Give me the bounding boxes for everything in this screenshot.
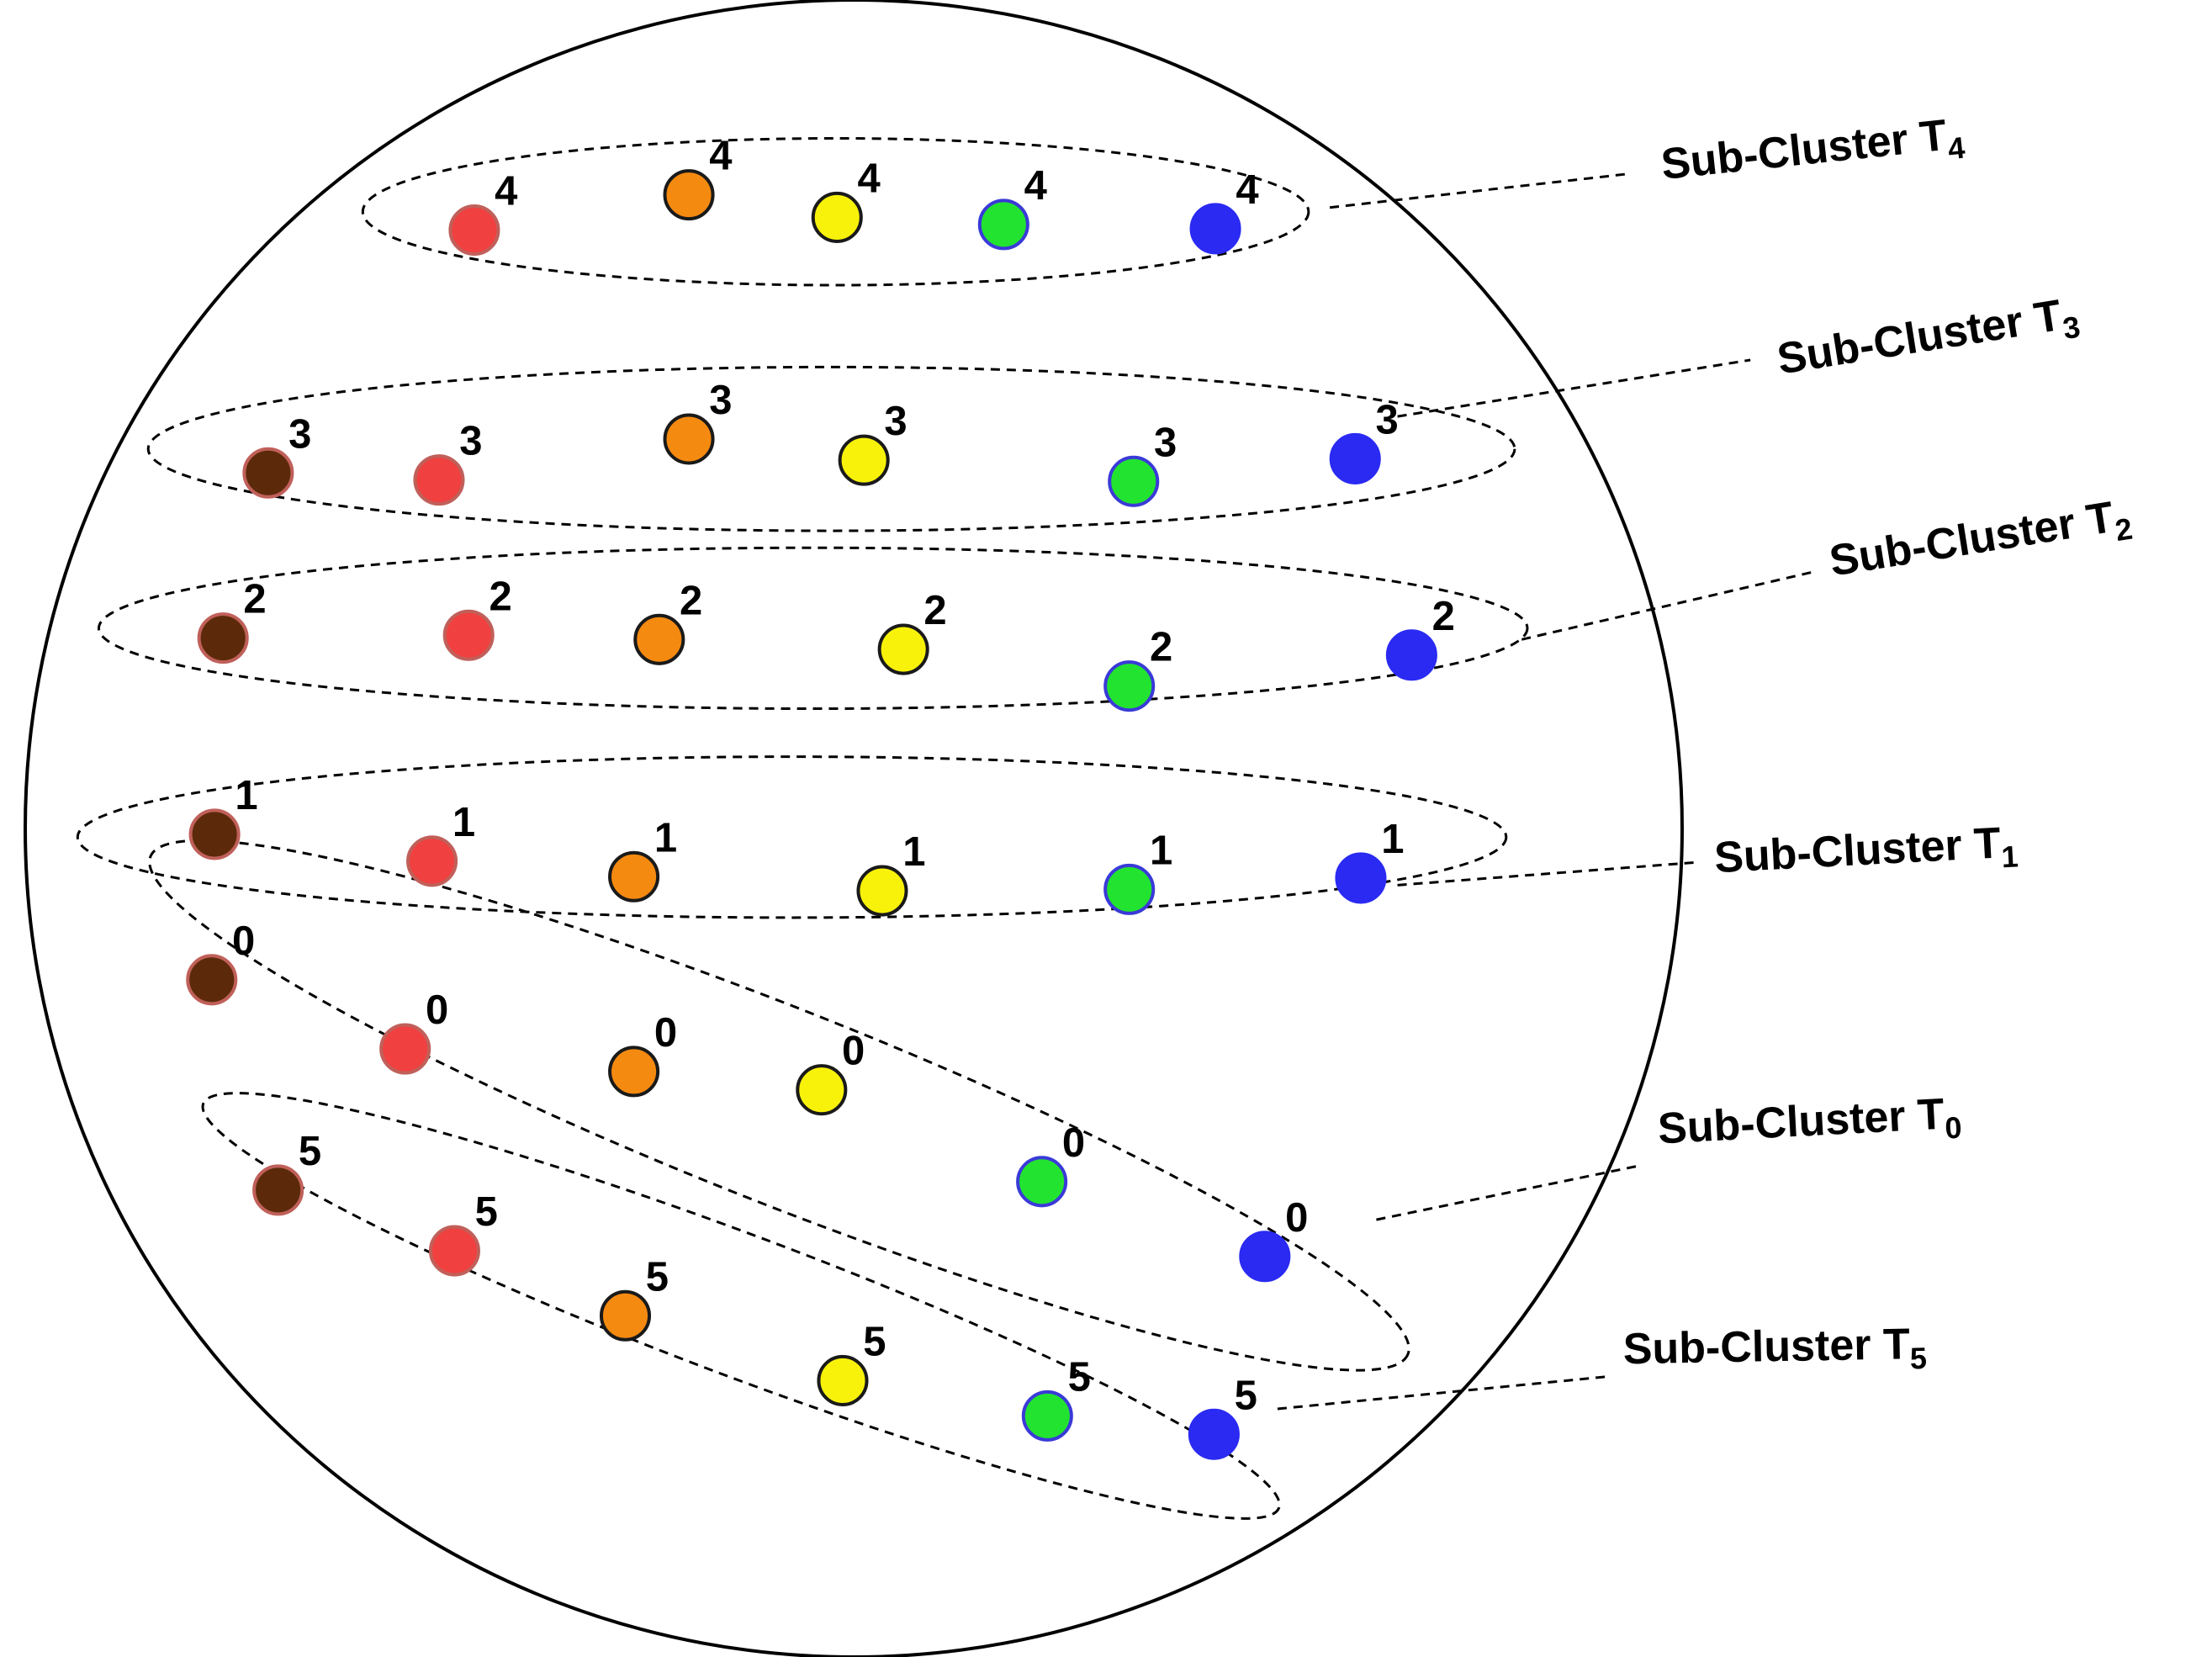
node-yellow-t3-label: 3 bbox=[884, 399, 907, 444]
node-orange-t4-label: 4 bbox=[709, 134, 732, 179]
cluster-t1-leader-line bbox=[1397, 860, 1695, 887]
node-red-t5-label: 5 bbox=[475, 1189, 498, 1235]
cluster-t5-outline bbox=[201, 1092, 1281, 1520]
node-green-t5 bbox=[1021, 1390, 1073, 1442]
node-yellow-t4-label: 4 bbox=[858, 156, 881, 202]
node-blue-t1 bbox=[1335, 852, 1387, 904]
cluster-t4-label: Sub-Cluster T4 bbox=[1659, 109, 1966, 196]
node-brown-t0-label: 0 bbox=[232, 918, 255, 964]
node-blue-t3 bbox=[1329, 432, 1381, 485]
node-brown-t2-label: 2 bbox=[243, 577, 266, 622]
cluster-t3-leader-line bbox=[1397, 358, 1751, 418]
node-brown-t5 bbox=[252, 1164, 304, 1216]
cluster-t0-outline bbox=[148, 839, 1410, 1372]
cluster-t5-leader-line bbox=[1277, 1374, 1610, 1411]
node-blue-t1-label: 1 bbox=[1381, 817, 1404, 862]
node-yellow-t1-label: 1 bbox=[902, 829, 925, 875]
node-green-t4 bbox=[977, 199, 1029, 251]
cluster-t3-label: Sub-Cluster T3 bbox=[1774, 289, 2082, 391]
node-blue-t4 bbox=[1189, 203, 1241, 255]
node-blue-t5-label: 5 bbox=[1235, 1373, 1257, 1418]
node-orange-t3 bbox=[663, 413, 715, 465]
node-orange-t3-label: 3 bbox=[709, 378, 732, 423]
node-orange-t2 bbox=[633, 613, 685, 665]
node-yellow-t5-label: 5 bbox=[863, 1319, 886, 1364]
node-red-t3-label: 3 bbox=[459, 419, 482, 464]
node-brown-t5-label: 5 bbox=[299, 1129, 321, 1174]
node-yellow-t0 bbox=[796, 1064, 848, 1116]
node-brown-t0 bbox=[186, 954, 238, 1006]
node-yellow-t2-label: 2 bbox=[923, 588, 946, 633]
node-green-t2-label: 2 bbox=[1150, 625, 1172, 670]
node-blue-t0 bbox=[1239, 1231, 1291, 1283]
node-brown-t3-label: 3 bbox=[288, 411, 311, 457]
cluster-t4-leader-line bbox=[1329, 172, 1631, 209]
node-red-t1 bbox=[406, 835, 458, 887]
cluster-t2-leader-line bbox=[1521, 570, 1815, 641]
node-yellow-t3 bbox=[838, 434, 890, 486]
node-red-t4-label: 4 bbox=[495, 169, 517, 214]
node-red-t0-label: 0 bbox=[426, 987, 448, 1033]
node-green-t0 bbox=[1016, 1156, 1068, 1208]
node-red-t3 bbox=[413, 454, 465, 506]
node-yellow-t4 bbox=[811, 191, 863, 244]
node-red-t5 bbox=[428, 1225, 480, 1277]
node-green-t2 bbox=[1103, 660, 1156, 712]
node-blue-t5 bbox=[1188, 1408, 1240, 1460]
node-orange-t1-label: 1 bbox=[654, 815, 677, 860]
node-orange-t0 bbox=[608, 1046, 660, 1098]
node-brown-t2 bbox=[197, 612, 249, 664]
cluster-t1-outline bbox=[76, 755, 1508, 919]
cluster-t2-outline bbox=[97, 546, 1529, 711]
node-orange-t5 bbox=[599, 1289, 652, 1342]
node-red-t0 bbox=[379, 1023, 431, 1075]
node-red-t2 bbox=[442, 609, 495, 661]
cluster-t4-outline bbox=[361, 136, 1310, 287]
node-orange-t2-label: 2 bbox=[680, 578, 702, 623]
node-blue-t2 bbox=[1385, 629, 1437, 681]
node-brown-t3 bbox=[242, 447, 294, 499]
node-brown-t1-label: 1 bbox=[235, 773, 257, 818]
node-orange-t1 bbox=[608, 850, 660, 903]
node-green-t4-label: 4 bbox=[1024, 163, 1047, 209]
node-blue-t3-label: 3 bbox=[1375, 398, 1398, 443]
node-brown-t1 bbox=[188, 808, 241, 860]
cluster-t0-label: Sub-Cluster T0 bbox=[1657, 1089, 1963, 1161]
node-green-t1-label: 1 bbox=[1150, 828, 1172, 873]
node-orange-t0-label: 0 bbox=[654, 1010, 677, 1056]
node-green-t3-label: 3 bbox=[1154, 420, 1177, 465]
node-blue-t0-label: 0 bbox=[1285, 1195, 1308, 1241]
node-green-t3 bbox=[1108, 455, 1160, 507]
outer-cluster-circle bbox=[24, 0, 1684, 1657]
node-green-t5-label: 5 bbox=[1068, 1354, 1091, 1400]
node-blue-t2-label: 2 bbox=[1432, 594, 1455, 639]
node-blue-t4-label: 4 bbox=[1236, 167, 1258, 213]
node-green-t0-label: 0 bbox=[1062, 1120, 1085, 1166]
cluster-t2-label: Sub-Cluster T2 bbox=[1826, 490, 2135, 593]
node-red-t2-label: 2 bbox=[489, 574, 511, 619]
node-green-t1 bbox=[1103, 863, 1156, 915]
node-yellow-t5 bbox=[817, 1354, 869, 1406]
node-orange-t4 bbox=[663, 169, 715, 221]
cluster-t5-label: Sub-Cluster T5 bbox=[1622, 1320, 1927, 1380]
cluster-t1-label: Sub-Cluster T1 bbox=[1713, 818, 2019, 889]
node-yellow-t0-label: 0 bbox=[842, 1029, 865, 1074]
node-red-t1-label: 1 bbox=[452, 800, 475, 845]
cluster-t3-outline bbox=[146, 365, 1516, 532]
node-yellow-t1 bbox=[856, 865, 908, 917]
node-orange-t5-label: 5 bbox=[646, 1254, 669, 1300]
node-yellow-t2 bbox=[877, 623, 929, 675]
cluster-t0-leader-line bbox=[1376, 1164, 1638, 1221]
node-red-t4 bbox=[448, 204, 500, 257]
